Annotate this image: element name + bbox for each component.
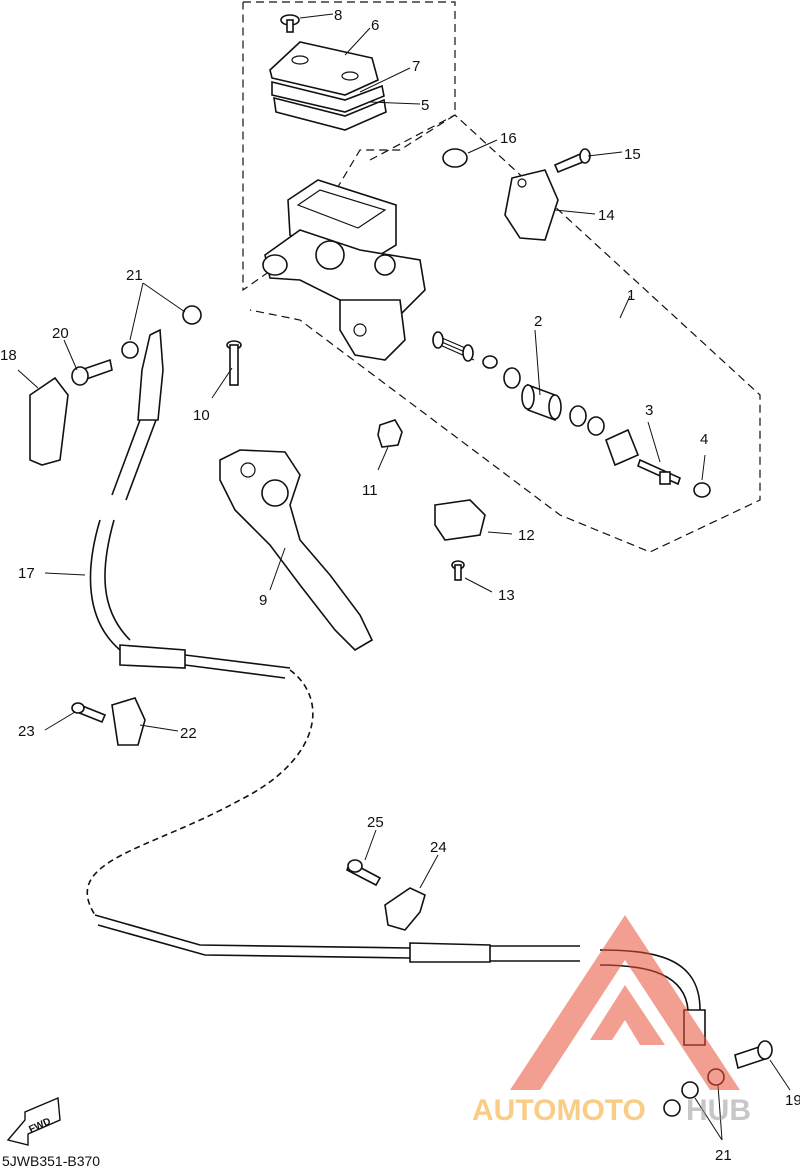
push-rod: [637, 458, 681, 486]
reservoir-cap: [269, 41, 379, 96]
callout-21-left: 21: [126, 267, 143, 284]
callout-20: 20: [52, 325, 69, 342]
callout-19-right: 19: [785, 1092, 800, 1109]
callout-2: 2: [534, 313, 542, 330]
callout-17: 17: [18, 565, 35, 582]
piston: [521, 383, 562, 422]
callout-8: 8: [334, 7, 342, 24]
automotohub-logo: AUTOMOTO HUB: [472, 915, 751, 1127]
cap-group-box: [242, 1, 456, 292]
leader-lines: [17, 13, 791, 1141]
master-cylinder-body: [262, 179, 426, 361]
gasket-left-b: [182, 305, 202, 325]
reservoir-plug: [442, 148, 468, 168]
union-bolt-right: [734, 1040, 773, 1070]
callout-23: 23: [18, 723, 35, 740]
callout-6: 6: [371, 17, 379, 34]
logo-text-automoto: AUTOMOTO: [472, 1094, 646, 1127]
callout-7: 7: [412, 58, 420, 75]
pivot-bolt: [226, 340, 242, 386]
callout-3: 3: [645, 402, 653, 419]
hose-clamp-bolt-upper: [71, 702, 107, 724]
callout-4: 4: [700, 431, 708, 448]
main-assembly-box: [249, 114, 761, 553]
switch-screw: [451, 560, 465, 581]
callout-16: 16: [500, 130, 517, 147]
callout-22: 22: [180, 725, 197, 742]
callout-13: 13: [498, 587, 515, 604]
gasket-right-a: [681, 1081, 699, 1099]
clutch-lever: [219, 449, 374, 652]
callout-15: 15: [624, 146, 641, 163]
hose-clamp-bolt-lower: [346, 859, 382, 887]
hose-clamp-lower: [384, 887, 426, 931]
seal-ring: [569, 405, 587, 427]
hose-clamp-upper: [111, 697, 146, 746]
logo-text-hub: HUB: [686, 1094, 751, 1127]
callout-10: 10: [193, 407, 210, 424]
gasket-left-a: [121, 341, 139, 359]
cup-seal: [503, 367, 521, 389]
diaphragm: [273, 96, 387, 131]
diagram-code: 5JWB351-B370: [2, 1153, 100, 1169]
callout-labels: 8 6 7 5 16 15 14 1 2 3 4 21 20 18 10 11 …: [0, 7, 800, 1164]
switch-bracket: [434, 499, 486, 541]
cap-screw: [280, 14, 300, 33]
callout-5: 5: [421, 97, 429, 114]
clamp-bolt: [553, 148, 591, 174]
callout-12: 12: [518, 527, 535, 544]
callout-18: 18: [0, 347, 17, 364]
callout-1: 1: [627, 287, 635, 304]
callout-11: 11: [362, 482, 378, 499]
rubber-cover: [29, 376, 69, 466]
callout-25: 25: [367, 814, 384, 831]
cap-plate: [271, 80, 385, 113]
circlip-small: [482, 355, 498, 369]
union-bolt-left: [71, 358, 113, 386]
holder-clamp: [504, 169, 559, 241]
dust-boot: [604, 428, 640, 467]
spring: [432, 331, 475, 362]
callout-9: 9: [259, 592, 267, 609]
callout-24: 24: [430, 839, 447, 856]
lever-adjuster-knob: [261, 479, 289, 507]
pivot-nut: [377, 419, 403, 448]
push-rod-cap: [693, 482, 711, 498]
callout-21-right: 21: [715, 1147, 732, 1164]
callout-14: 14: [598, 207, 615, 224]
fwd-arrow-icon: FWD: [6, 1096, 61, 1146]
gasket-right-c: [663, 1099, 681, 1117]
circlip: [587, 416, 605, 436]
